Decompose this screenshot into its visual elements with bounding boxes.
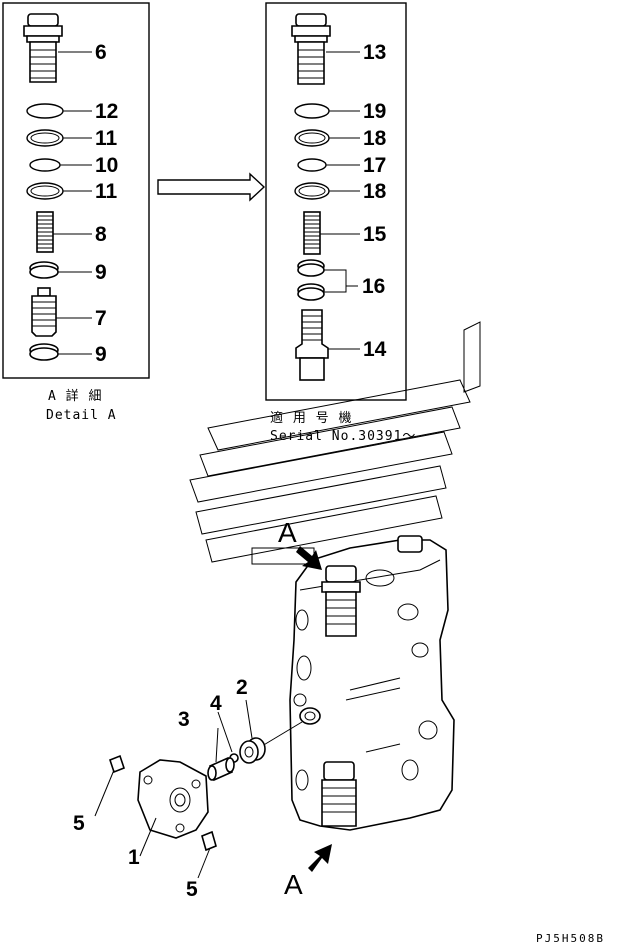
label-part: 2: [236, 676, 248, 699]
transition-arrow: [157, 172, 266, 202]
label-part: 9: [95, 261, 107, 284]
label-part: 4: [210, 692, 222, 715]
label-part: 17: [363, 154, 386, 177]
label-part: 13: [363, 41, 386, 64]
label-part: 14: [363, 338, 387, 361]
detail-caption-en: Detail A: [46, 408, 117, 423]
part-ring-11-b: [26, 182, 64, 200]
label-part: 6: [95, 41, 107, 64]
part-valve-7: [31, 287, 57, 337]
part-ring-11-a: [26, 129, 64, 147]
label-part: 8: [95, 223, 107, 246]
label-part: 18: [363, 127, 387, 150]
part-bolt-5-top: [109, 754, 125, 774]
serial-frame: [265, 2, 407, 401]
label-part: 5: [186, 878, 198, 901]
exploded-axis: [261, 721, 303, 747]
label-part: 16: [362, 275, 385, 298]
part-spring-15: [303, 211, 321, 255]
part-ring-18-a: [294, 129, 330, 147]
serial-caption-jp: 適 用 号 機: [270, 410, 352, 426]
label-part: 11: [95, 180, 118, 203]
label-part: 10: [95, 154, 118, 177]
part-valve-14: [295, 309, 329, 381]
part-ring-2: [239, 737, 266, 764]
part-plug-6: [23, 13, 63, 83]
label-part: 18: [363, 180, 387, 203]
part-seat-9-b: [29, 343, 59, 361]
label-part: 5: [73, 812, 85, 835]
view-marker-a-bottom: A: [284, 869, 303, 900]
part-seat-9-a: [29, 261, 59, 279]
valve-body: [289, 535, 455, 831]
part-oring-12: [26, 103, 64, 119]
label-part: 12: [95, 100, 118, 123]
part-oring-10: [29, 158, 61, 172]
part-bolt-5-bottom: [201, 830, 217, 852]
label-part: 3: [178, 708, 190, 731]
part-sleeve-3: [207, 756, 235, 782]
view-arrow-bottom-icon: [308, 844, 332, 872]
label-part: 19: [363, 100, 386, 123]
detail-a-frame: [2, 2, 150, 379]
part-oring-19: [294, 103, 330, 119]
view-arrow-top-icon: [296, 546, 322, 570]
label-part: 15: [363, 223, 387, 246]
part-oring-17: [297, 158, 327, 172]
detail-caption-jp: A 詳 細: [48, 388, 102, 404]
label-part: 1: [128, 846, 140, 869]
label-part: 9: [95, 343, 107, 366]
part-ring-18-b: [294, 182, 330, 200]
part-seat-16: [297, 259, 325, 301]
part-plug-13: [291, 13, 331, 85]
label-part: 11: [95, 127, 118, 150]
part-cover-1: [137, 759, 209, 839]
view-marker-a-top: A: [278, 517, 297, 548]
label-part: 7: [95, 307, 107, 330]
part-spring-8: [36, 211, 54, 253]
drawing-code: PJ5H508B: [536, 932, 605, 945]
